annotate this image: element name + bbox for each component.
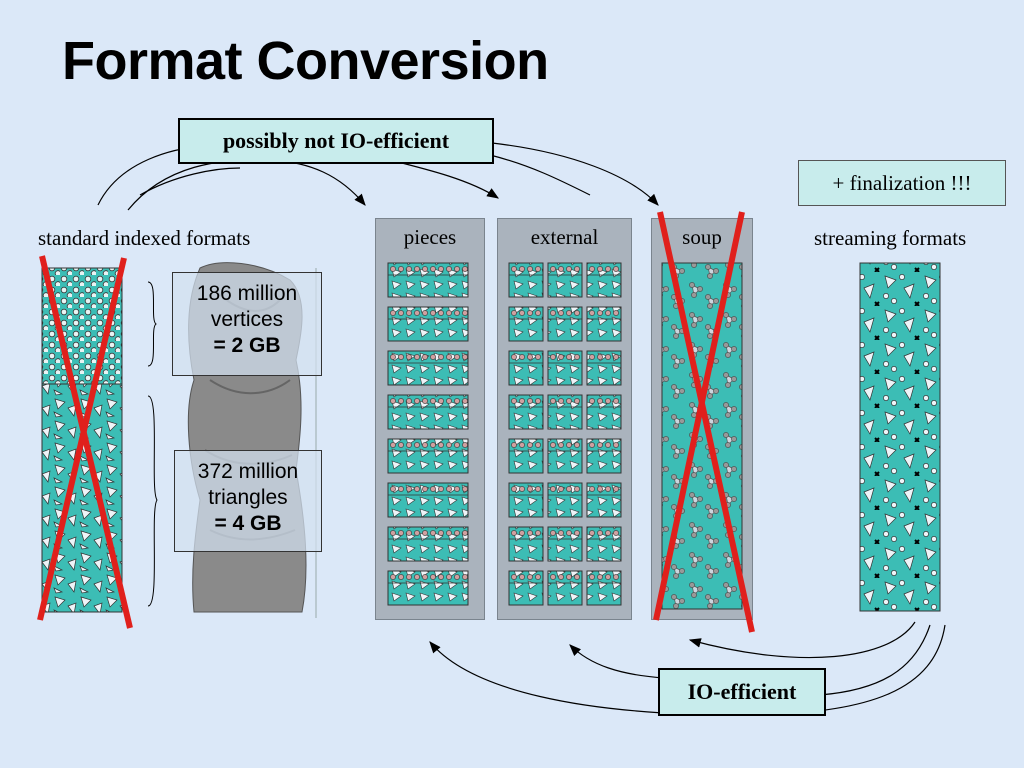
standard-indexed-label: standard indexed formats: [38, 226, 251, 250]
storage-block: [586, 350, 622, 386]
brace-vertices: [147, 281, 157, 367]
storage-block: [547, 306, 583, 342]
storage-block: [387, 262, 469, 298]
triangles-info-box: 372 million triangles = 4 GB: [174, 450, 322, 552]
storage-block: [387, 482, 469, 518]
storage-block: [387, 438, 469, 474]
external-blocks: [508, 262, 622, 606]
finalization-box: + finalization !!!: [798, 160, 1006, 206]
triangles-count: 372 million: [197, 460, 299, 483]
storage-block: [508, 570, 544, 606]
storage-block: [586, 262, 622, 298]
storage-block: [508, 306, 544, 342]
storage-block: [547, 526, 583, 562]
vertices-size: = 2 GB: [213, 334, 281, 357]
possibly-not-io-efficient-box: possibly not IO-efficient: [178, 118, 494, 164]
storage-block: [547, 394, 583, 430]
storage-block: [508, 394, 544, 430]
streaming-formats-label: streaming formats: [814, 226, 967, 250]
storage-block: [508, 482, 544, 518]
storage-block: [387, 394, 469, 430]
arc-top-6: [491, 142, 659, 206]
cross-line-left-2: [37, 257, 127, 621]
storage-block: [547, 438, 583, 474]
storage-block: [586, 306, 622, 342]
arc-bottom-4: [688, 621, 916, 659]
slide-title: Format Conversion: [62, 31, 549, 91]
pieces-label: pieces: [403, 225, 457, 249]
external-panel: external: [497, 218, 632, 620]
storage-block: [387, 306, 469, 342]
vertices-info-box: 186 million vertices = 2 GB: [172, 272, 322, 376]
arc-bottom-3: [569, 644, 666, 679]
arc-top-4: [489, 154, 591, 196]
storage-block: [508, 262, 544, 298]
storage-block: [387, 350, 469, 386]
storage-block: [547, 350, 583, 386]
arc-bottom-2: [819, 624, 931, 696]
streaming-block: [859, 262, 941, 612]
storage-block: [508, 438, 544, 474]
storage-block: [547, 262, 583, 298]
external-label: external: [530, 225, 599, 249]
arc-top-2: [127, 159, 366, 211]
storage-block: [586, 394, 622, 430]
storage-block: [586, 482, 622, 518]
storage-block: [387, 526, 469, 562]
soup-panel: soup: [651, 218, 753, 620]
soup-block: [661, 262, 743, 610]
cross-line-left-1: [39, 255, 133, 629]
arc-top-5: [389, 159, 500, 199]
vertices-word: vertices: [210, 308, 284, 331]
io-efficient-box: IO-efficient: [658, 668, 826, 716]
storage-block: [508, 526, 544, 562]
storage-block: [387, 570, 469, 606]
storage-block: [586, 570, 622, 606]
pieces-blocks: [387, 262, 469, 606]
triangles-size: = 4 GB: [214, 512, 282, 535]
triangles-word: triangles: [208, 486, 288, 509]
storage-block: [586, 526, 622, 562]
storage-block: [547, 482, 583, 518]
storage-block: [586, 438, 622, 474]
brace-triangles: [147, 395, 158, 607]
storage-block: [547, 570, 583, 606]
vertices-count: 186 million: [196, 282, 298, 305]
storage-block: [508, 350, 544, 386]
pieces-panel: pieces: [375, 218, 485, 620]
arc-top-3: [139, 167, 241, 196]
